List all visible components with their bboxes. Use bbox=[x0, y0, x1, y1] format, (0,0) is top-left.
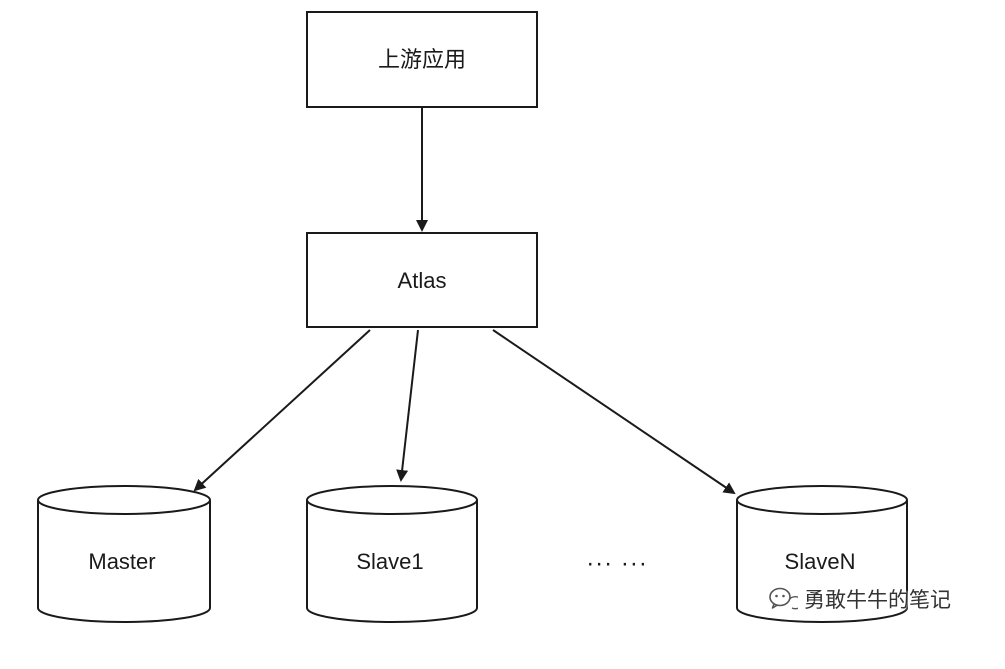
upstream-app-label: 上游应用 bbox=[378, 47, 466, 72]
arrow-atlas-to-slave1 bbox=[396, 329, 419, 482]
arrow-atlas-to-master bbox=[193, 329, 371, 492]
upstream-app-node: 上游应用 bbox=[306, 11, 538, 108]
arrow-atlas-to-slaven bbox=[492, 329, 736, 495]
watermark: 勇敢牛牛的笔记 bbox=[768, 582, 951, 616]
master-db-node: Master bbox=[37, 485, 211, 623]
master-db-label: Master bbox=[88, 549, 155, 574]
slave1-db-node: Slave1 bbox=[306, 485, 478, 623]
atlas-node: Atlas bbox=[306, 232, 538, 328]
ellipsis-label: ··· ··· bbox=[586, 550, 648, 577]
wechat-icon bbox=[769, 587, 798, 610]
watermark-text: 勇敢牛牛的笔记 bbox=[804, 588, 951, 612]
slaven-db-label: SlaveN bbox=[785, 549, 856, 574]
slave1-db-label: Slave1 bbox=[356, 549, 423, 574]
slaven-db-node: SlaveN bbox=[736, 485, 908, 623]
atlas-label: Atlas bbox=[398, 268, 447, 293]
